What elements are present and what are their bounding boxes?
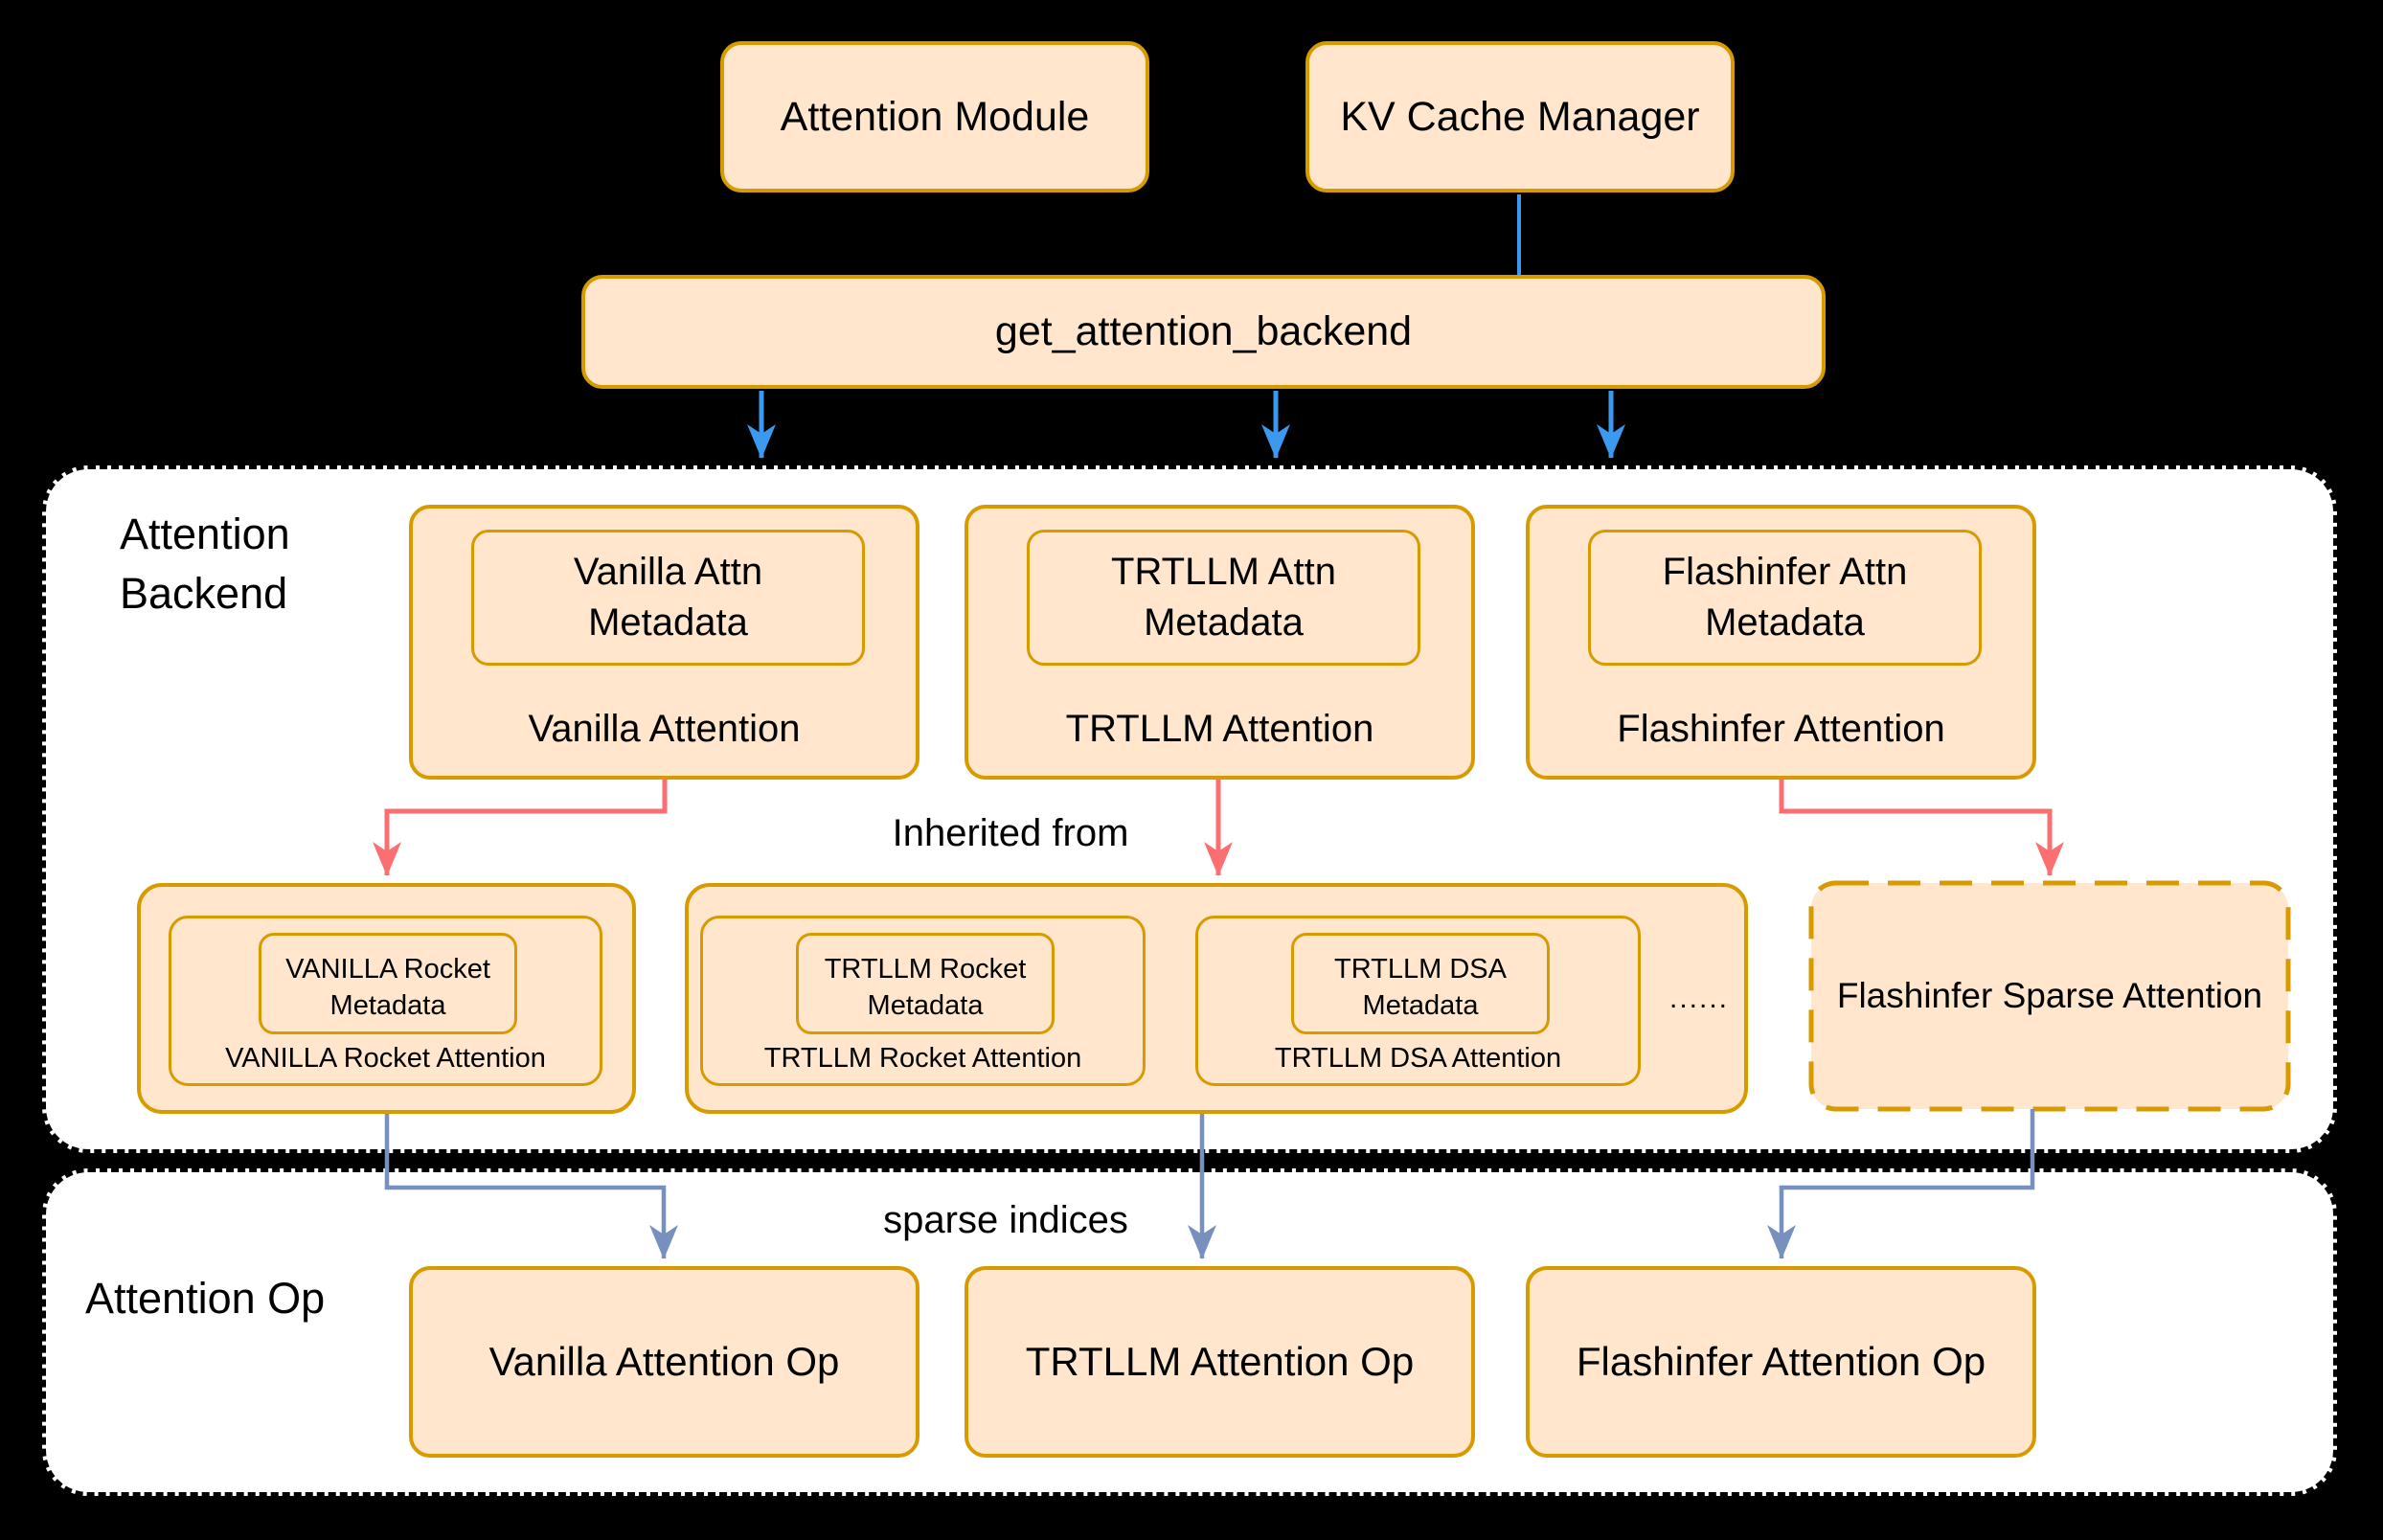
flashinfer-attention-op-label: Flashinfer Attention Op	[1576, 1339, 1986, 1384]
vanilla-attn-metadata-line2: Metadata	[588, 601, 748, 644]
backend-panel-title-line2: Backend	[120, 569, 288, 618]
more-backends-ellipsis: ......	[1668, 982, 1729, 1014]
trtllm-rocket-attention-label: TRTLLM Rocket Attention	[763, 1043, 1082, 1074]
vanilla-rocket-metadata-line2: Metadata	[329, 990, 446, 1022]
trtllm-attention-node: TRTLLM Attn Metadata TRTLLM Attention	[965, 505, 1475, 780]
flashinfer-attn-metadata-line1: Flashinfer Attn	[1662, 551, 1908, 594]
trtllm-rocket-attention-node: TRTLLM Rocket Metadata TRTLLM Rocket Att…	[700, 916, 1146, 1086]
trtllm-attn-metadata-line2: Metadata	[1144, 601, 1304, 644]
vanilla-rocket-attention-label: VANILLA Rocket Attention	[225, 1043, 546, 1074]
vanilla-attention-op-label: Vanilla Attention Op	[488, 1339, 840, 1384]
trtllm-rocket-metadata-line1: TRTLLM Rocket	[824, 954, 1027, 985]
trtllm-dsa-attention-label: TRTLLM DSA Attention	[1274, 1043, 1562, 1074]
get-attention-backend-node: get_attention_backend	[581, 275, 1826, 389]
trtllm-attn-metadata-node: TRTLLM Attn Metadata	[1027, 530, 1420, 666]
flashinfer-attention-label: Flashinfer Attention	[1617, 708, 1945, 750]
attention-module-label: Attention Module	[780, 93, 1090, 140]
inherited-from-label: Inherited from	[892, 812, 1129, 854]
vanilla-rocket-metadata-node: VANILLA Rocket Metadata	[259, 933, 517, 1034]
flashinfer-attn-metadata-node: Flashinfer Attn Metadata	[1588, 530, 1982, 666]
vanilla-rocket-container: VANILLA Rocket Metadata VANILLA Rocket A…	[137, 883, 636, 1114]
vanilla-attention-op-node: Vanilla Attention Op	[409, 1266, 919, 1458]
trtllm-rocket-metadata-line2: Metadata	[867, 990, 984, 1022]
trtllm-derived-container: TRTLLM Rocket Metadata TRTLLM Rocket Att…	[685, 883, 1748, 1114]
trtllm-attention-op-label: TRTLLM Attention Op	[1025, 1339, 1415, 1384]
attention-module-node: Attention Module	[720, 41, 1149, 192]
vanilla-attention-label: Vanilla Attention	[528, 708, 801, 750]
kv-cache-manager-label: KV Cache Manager	[1340, 93, 1700, 140]
backend-panel-title: Attention Backend	[120, 505, 290, 623]
flashinfer-sparse-attention-label: Flashinfer Sparse Attention	[1836, 976, 2263, 1015]
flashinfer-attn-metadata-line2: Metadata	[1705, 601, 1865, 644]
vanilla-attention-node: Vanilla Attn Metadata Vanilla Attention	[409, 505, 919, 780]
op-panel-title: Attention Op	[85, 1274, 326, 1323]
trtllm-dsa-attention-node: TRTLLM DSA Metadata TRTLLM DSA Attention	[1195, 916, 1641, 1086]
trtllm-rocket-metadata-node: TRTLLM Rocket Metadata	[796, 933, 1055, 1034]
kv-cache-manager-node: KV Cache Manager	[1305, 41, 1735, 192]
sparse-indices-label: sparse indices	[883, 1199, 1128, 1241]
trtllm-dsa-metadata-line2: Metadata	[1362, 990, 1479, 1022]
trtllm-attn-metadata-line1: TRTLLM Attn	[1111, 551, 1336, 594]
vanilla-rocket-attention-node: VANILLA Rocket Metadata VANILLA Rocket A…	[169, 916, 602, 1086]
trtllm-attention-op-node: TRTLLM Attention Op	[965, 1266, 1475, 1458]
backend-panel-title-line1: Attention	[120, 510, 290, 558]
flashinfer-attention-node: Flashinfer Attn Metadata Flashinfer Atte…	[1526, 505, 2036, 780]
trtllm-dsa-metadata-line1: TRTLLM DSA	[1334, 954, 1507, 985]
vanilla-rocket-metadata-line1: VANILLA Rocket	[285, 954, 490, 985]
trtllm-dsa-metadata-node: TRTLLM DSA Metadata	[1291, 933, 1550, 1034]
vanilla-attn-metadata-node: Vanilla Attn Metadata	[471, 530, 865, 666]
flashinfer-attention-op-node: Flashinfer Attention Op	[1526, 1266, 2036, 1458]
trtllm-attention-label: TRTLLM Attention	[1065, 708, 1374, 750]
vanilla-attn-metadata-line1: Vanilla Attn	[573, 551, 763, 594]
get-attention-backend-label: get_attention_backend	[994, 308, 1413, 354]
